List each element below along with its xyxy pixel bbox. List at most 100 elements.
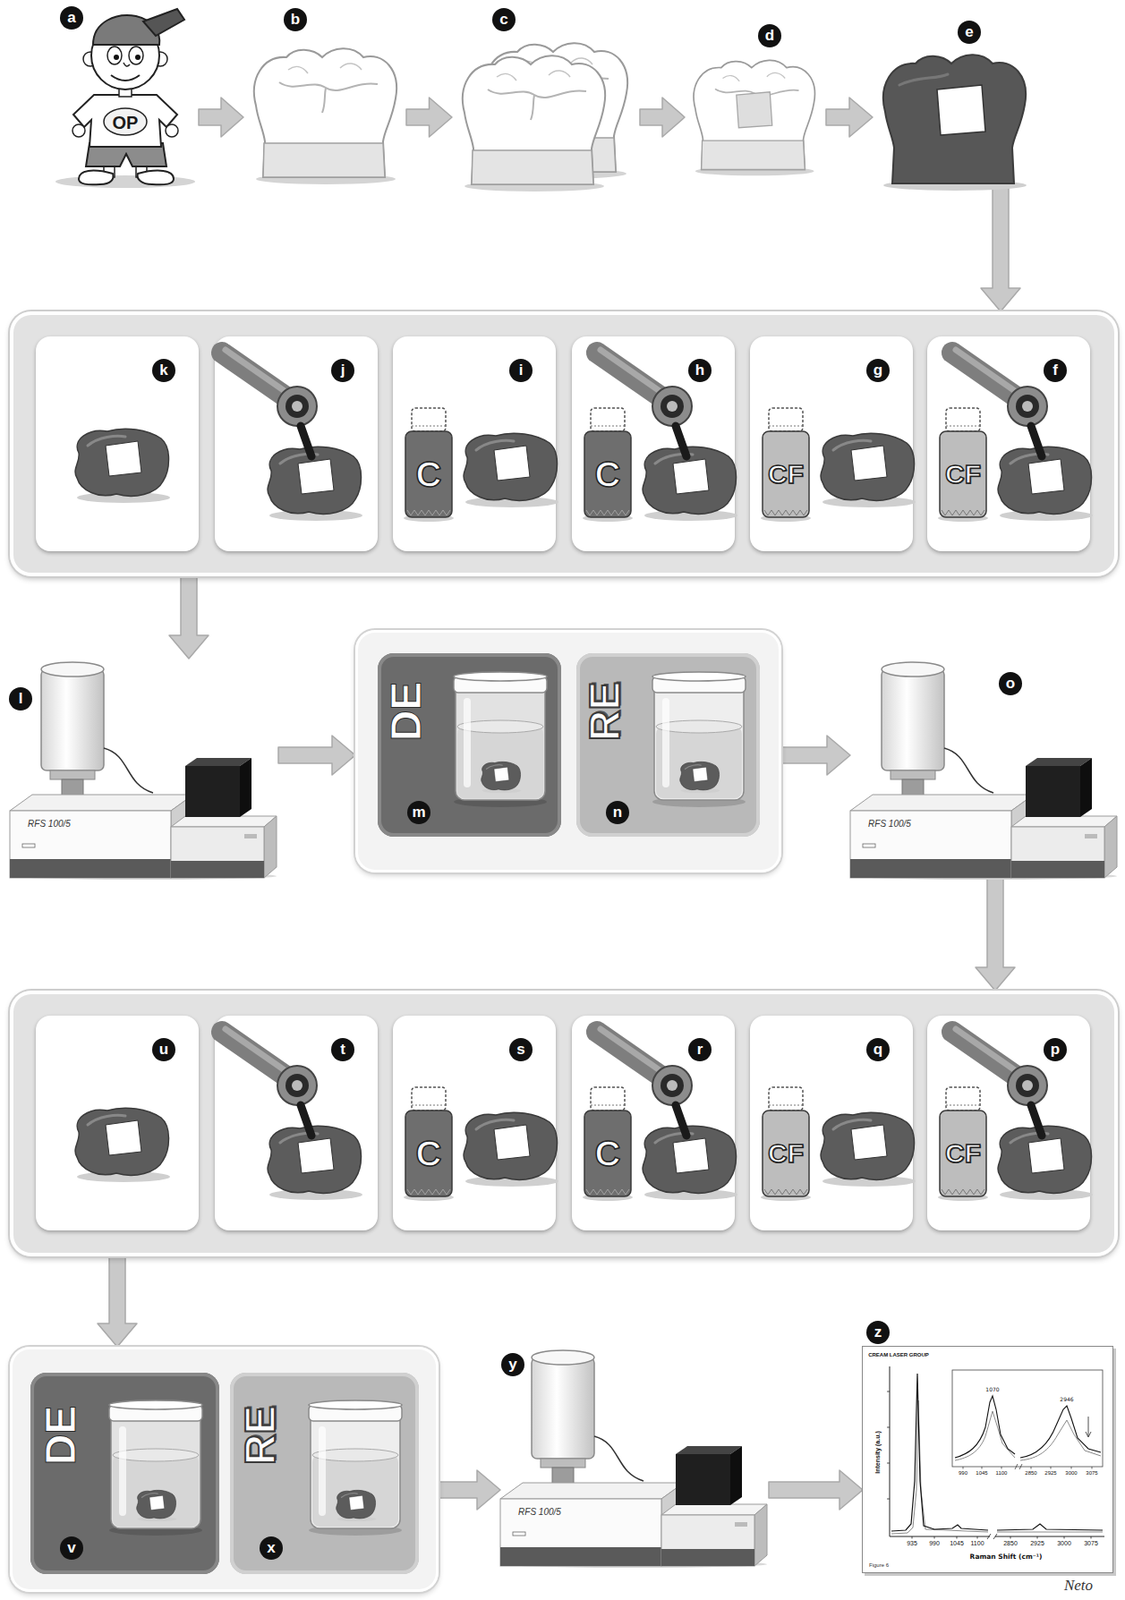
child-figure [136,162,147,178]
step-panel: iC [392,336,556,552]
treatment-sequence-1 [267,446,363,521]
treatment-sequence-2 [75,1107,171,1183]
child-figure [135,54,141,60]
treatment-sequence-2 [221,1029,317,1136]
flow-arrow [278,735,356,776]
spectrum-plot [963,1466,1092,1470]
axis-tick: 935 [906,1540,918,1547]
illustrated-step: d [684,5,827,188]
flow-arrow [169,576,209,659]
spectrum-plot [889,1366,891,1537]
solution-label: DE [39,1406,83,1466]
solution-panel: REx [230,1372,419,1575]
step-letter: p [1043,1038,1067,1062]
axis-tick: 3000 [1065,1470,1077,1476]
illustrated-step: aOP [44,3,199,189]
treatment-sequence-1 [642,446,738,521]
treatment-sequence-1 [820,433,916,508]
child-figure [78,170,113,186]
treatment-sequence-2 [75,1029,1093,1202]
step-letter: v [59,1536,84,1560]
immersion-jar [109,1400,203,1536]
flow-arrow [97,1256,137,1347]
treatment-sequence-2 [760,1087,811,1202]
shirt-logo: OP [112,112,139,134]
bottle-label: CF [945,1140,981,1168]
bottle-label: C [595,1135,622,1172]
treatment-sequence-1 [403,408,454,522]
flow-arrow [826,97,873,137]
child-figure [128,46,144,65]
axis-tick: 990 [928,1540,940,1547]
varnished-tooth [883,54,1027,191]
bottle-label: CF [767,460,804,488]
treatment-sequence-2 [997,1125,1093,1201]
step-panel: k [35,336,199,552]
solution-panel: DEm [377,653,562,837]
instrument-model: RFS 100/5 [868,818,912,829]
child-figure [55,8,196,188]
treatment-sequence-2 [642,1125,738,1201]
child-figure [83,51,98,67]
treatment-sequence-1 [75,349,1093,522]
child-figure [113,54,120,60]
varnished-tooth [899,74,948,86]
treatment-sequence-1 [463,433,559,508]
treatment-sequence-2 [267,1125,363,1201]
bottle-label: CF [767,1140,804,1168]
varnished-tooth [937,85,986,136]
axis-tick: 3075 [1083,1540,1099,1547]
step-letter: a [59,6,84,30]
spectrum-plot [952,1370,1103,1467]
peak-label: 1070 [985,1386,999,1393]
illustrated-step: e [872,5,1039,188]
process-band: kjiChCgCFfCF [9,311,1118,577]
step-panel: qCF [750,1015,913,1231]
treatment-sequence-1 [937,408,989,522]
flow-arrow [438,1470,501,1510]
treatment-sequence-1 [221,349,317,457]
raman-spectrometer [850,662,1117,880]
axis-tick: 3000 [1056,1540,1072,1547]
spectrum-plot [989,1534,996,1540]
illustrated-step: b [243,5,407,188]
immersion-jar [308,1400,402,1536]
child-figure [143,8,185,36]
spectrum-plot [1014,1464,1023,1470]
step-letter: m [407,801,431,825]
peak-label: 2946 [1059,1396,1074,1403]
step-letter: g [866,358,890,383]
step-panel: t [214,1015,378,1231]
flow-arrow [781,735,851,776]
sectioned-tooth [485,42,628,179]
flow-arrow [198,97,244,137]
varnished-tooth [883,179,1027,191]
spectrum-plot [1085,1416,1091,1438]
step-letter: i [509,358,533,383]
step-letter: s [509,1038,533,1062]
step-letter: k [152,358,176,383]
treatment-sequence-1 [596,349,692,457]
step-panel: rC [571,1015,735,1231]
flow-arrow [768,1470,863,1510]
treatment-sequence-1 [760,408,811,522]
axis-title: Raman Shift (cm⁻¹) [970,1552,1043,1561]
step-letter: h [688,358,712,383]
spectrum-plot [891,1373,1103,1532]
axis-tick: 3075 [1085,1470,1098,1476]
spectrometer-step: oRFS 100/5 [850,658,1119,878]
step-letter: u [152,1038,176,1062]
treatment-sequence-2 [820,1112,916,1187]
axis-tick: 2925 [1044,1470,1057,1476]
bottle-label: C [595,456,622,493]
treatment-sequence-2 [596,1029,692,1136]
step-panel: sC [392,1015,556,1231]
storage-group: DEmREn [355,630,782,873]
step-letter: x [259,1536,283,1560]
step-letter: j [331,358,355,383]
bottle-label: CF [945,460,981,488]
child-figure [110,75,140,81]
child-figure [137,170,174,186]
treatment-sequence-1 [582,408,633,522]
